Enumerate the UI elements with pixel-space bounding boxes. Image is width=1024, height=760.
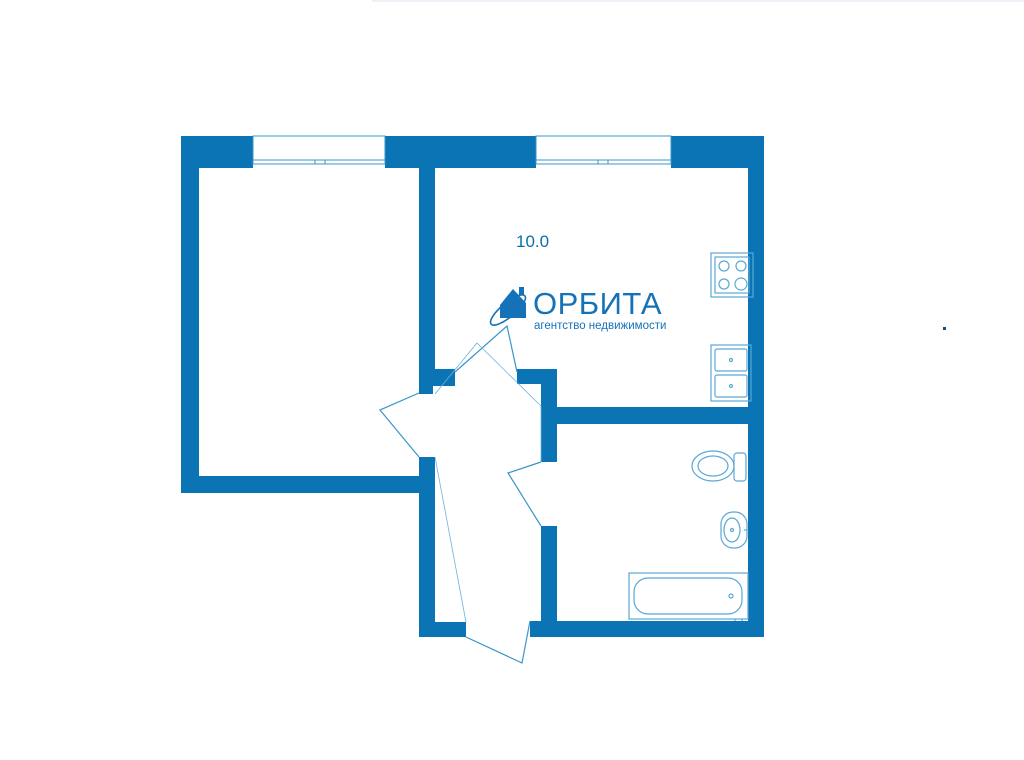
stray-dot bbox=[943, 327, 946, 330]
wall-right bbox=[748, 136, 764, 637]
wall-top-middle bbox=[385, 136, 536, 168]
door-living-swing bbox=[379, 392, 420, 458]
wall-partition-living-kitchen bbox=[419, 168, 435, 386]
window-living bbox=[252, 135, 386, 165]
wall-bottom-right bbox=[530, 621, 764, 637]
walls bbox=[181, 136, 764, 637]
door-kitchen-swing bbox=[454, 324, 518, 373]
wall-bath-door-top bbox=[541, 424, 557, 462]
wall-bottom-left bbox=[419, 622, 466, 637]
logo: ОРБИТА агентство недвижимости bbox=[489, 286, 666, 332]
logo-tagline: агентство недвижимости bbox=[534, 320, 666, 332]
wall-kitchen-bath bbox=[541, 407, 764, 424]
wall-bath-left bbox=[541, 526, 557, 637]
kitchen-area-label: 10.0 bbox=[516, 232, 549, 251]
sink-icon bbox=[710, 344, 752, 402]
wall-door-jamb-left bbox=[419, 369, 455, 386]
wall-jamb-post bbox=[541, 369, 557, 409]
door-swings bbox=[379, 324, 542, 664]
window-kitchen bbox=[535, 135, 672, 165]
logo-name: ОРБИТА bbox=[533, 286, 662, 321]
wall-door-stub-1 bbox=[419, 386, 433, 394]
door-bath-swing bbox=[507, 461, 542, 527]
toilet-icon bbox=[691, 450, 747, 482]
wall-left bbox=[181, 136, 199, 493]
wall-corridor-left bbox=[419, 457, 435, 637]
stove-icon bbox=[710, 252, 754, 298]
house-orbit-icon bbox=[489, 287, 527, 326]
door-entrance-swing bbox=[465, 620, 531, 664]
washbasin-icon bbox=[720, 511, 748, 549]
bathtub-icon bbox=[628, 572, 749, 621]
wall-living-bottom bbox=[181, 476, 435, 493]
